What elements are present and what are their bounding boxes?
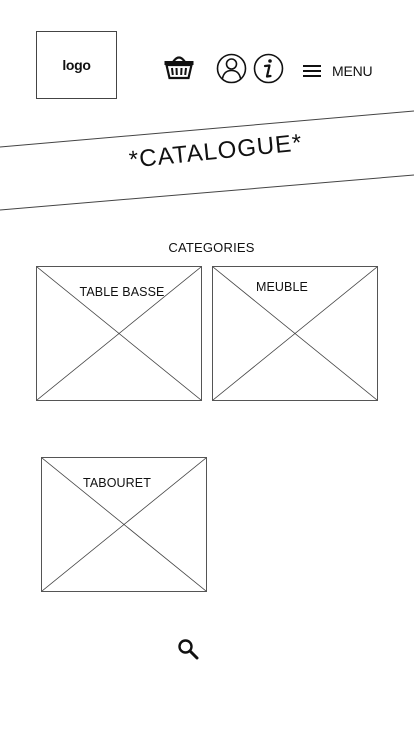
menu-button[interactable]: MENU (302, 60, 373, 82)
category-label: TABOURET (83, 476, 151, 490)
info-icon[interactable] (253, 53, 284, 84)
category-label: TABLE BASSE (79, 285, 165, 299)
category-card-meuble[interactable]: MEUBLE (212, 266, 378, 401)
image-placeholder-icon (37, 267, 201, 400)
search-icon[interactable] (177, 638, 199, 660)
category-card-table-basse[interactable]: TABLE BASSE (36, 266, 202, 401)
logo-text: logo (62, 57, 91, 73)
image-placeholder-icon (42, 458, 206, 591)
category-label: MEUBLE (255, 280, 308, 294)
user-icon[interactable] (216, 53, 247, 84)
image-placeholder-icon (213, 267, 377, 400)
menu-label: MENU (332, 63, 373, 79)
category-card-tabouret[interactable]: TABOURET (41, 457, 207, 592)
menu-icon (303, 65, 321, 77)
categories-heading: CATEGORIES (168, 240, 255, 255)
logo[interactable]: logo (36, 31, 117, 99)
banner-lines (0, 110, 414, 211)
basket-icon[interactable] (163, 52, 195, 80)
